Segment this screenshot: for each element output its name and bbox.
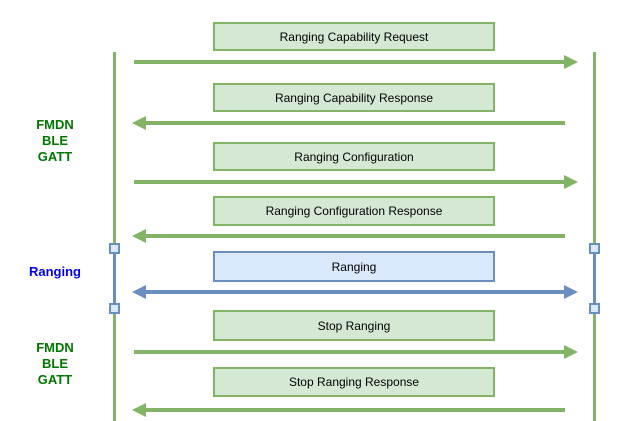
arrowhead-right-icon	[564, 345, 578, 359]
arrowhead-right-icon	[564, 55, 578, 69]
activation-endpoint-marker	[589, 243, 600, 254]
arrow-line	[142, 408, 565, 412]
arrow-ranging-configuration-response	[132, 229, 565, 243]
arrow-line	[134, 60, 568, 64]
message-box-stop-ranging: Stop Ranging	[213, 310, 495, 341]
arrowhead-left-icon	[132, 403, 146, 417]
phase-label-line: BLE	[42, 133, 68, 148]
arrow-ranging-bidirectional	[132, 285, 578, 299]
phase-label-fmdn-ble-gatt-bottom: FMDN BLE GATT	[13, 340, 97, 388]
activation-endpoint-marker	[109, 303, 120, 314]
message-box-ranging: Ranging	[213, 251, 495, 282]
arrowhead-left-icon	[132, 116, 146, 130]
arrow-stop-ranging	[134, 345, 578, 359]
lifeline-left-ranging-segment	[113, 250, 116, 307]
arrowhead-right-icon	[564, 285, 578, 299]
arrow-line	[142, 290, 568, 294]
lifeline-left-bottom-segment	[113, 314, 116, 421]
arrow-ranging-capability-request	[134, 55, 578, 69]
arrow-line	[142, 234, 565, 238]
lifeline-right-bottom-segment	[593, 314, 596, 421]
message-box-ranging-configuration-response: Ranging Configuration Response	[213, 196, 495, 226]
phase-label-line: FMDN	[36, 340, 74, 355]
arrow-ranging-capability-response	[132, 116, 565, 130]
phase-label-line: FMDN	[36, 117, 74, 132]
arrow-line	[134, 350, 568, 354]
activation-endpoint-marker	[589, 303, 600, 314]
message-box-stop-ranging-response: Stop Ranging Response	[213, 367, 495, 397]
arrow-line	[142, 121, 565, 125]
lifeline-right-top-segment	[593, 52, 596, 243]
activation-endpoint-marker	[109, 243, 120, 254]
arrowhead-right-icon	[564, 175, 578, 189]
message-box-ranging-configuration: Ranging Configuration	[213, 142, 495, 171]
phase-label-fmdn-ble-gatt-top: FMDN BLE GATT	[13, 117, 97, 165]
phase-label-line: BLE	[42, 356, 68, 371]
arrow-ranging-configuration	[134, 175, 578, 189]
phase-label-line: Ranging	[29, 264, 81, 279]
arrow-line	[134, 180, 568, 184]
arrowhead-left-icon	[132, 285, 146, 299]
lifeline-left-top-segment	[113, 52, 116, 243]
phase-label-line: GATT	[37, 149, 73, 164]
phase-label-line: GATT	[37, 372, 73, 387]
message-box-ranging-capability-request: Ranging Capability Request	[213, 22, 495, 51]
message-box-ranging-capability-response: Ranging Capability Response	[213, 83, 495, 112]
arrowhead-left-icon	[132, 229, 146, 243]
arrow-stop-ranging-response	[132, 403, 565, 417]
phase-label-ranging: Ranging	[13, 264, 97, 280]
lifeline-right-ranging-segment	[593, 250, 596, 307]
